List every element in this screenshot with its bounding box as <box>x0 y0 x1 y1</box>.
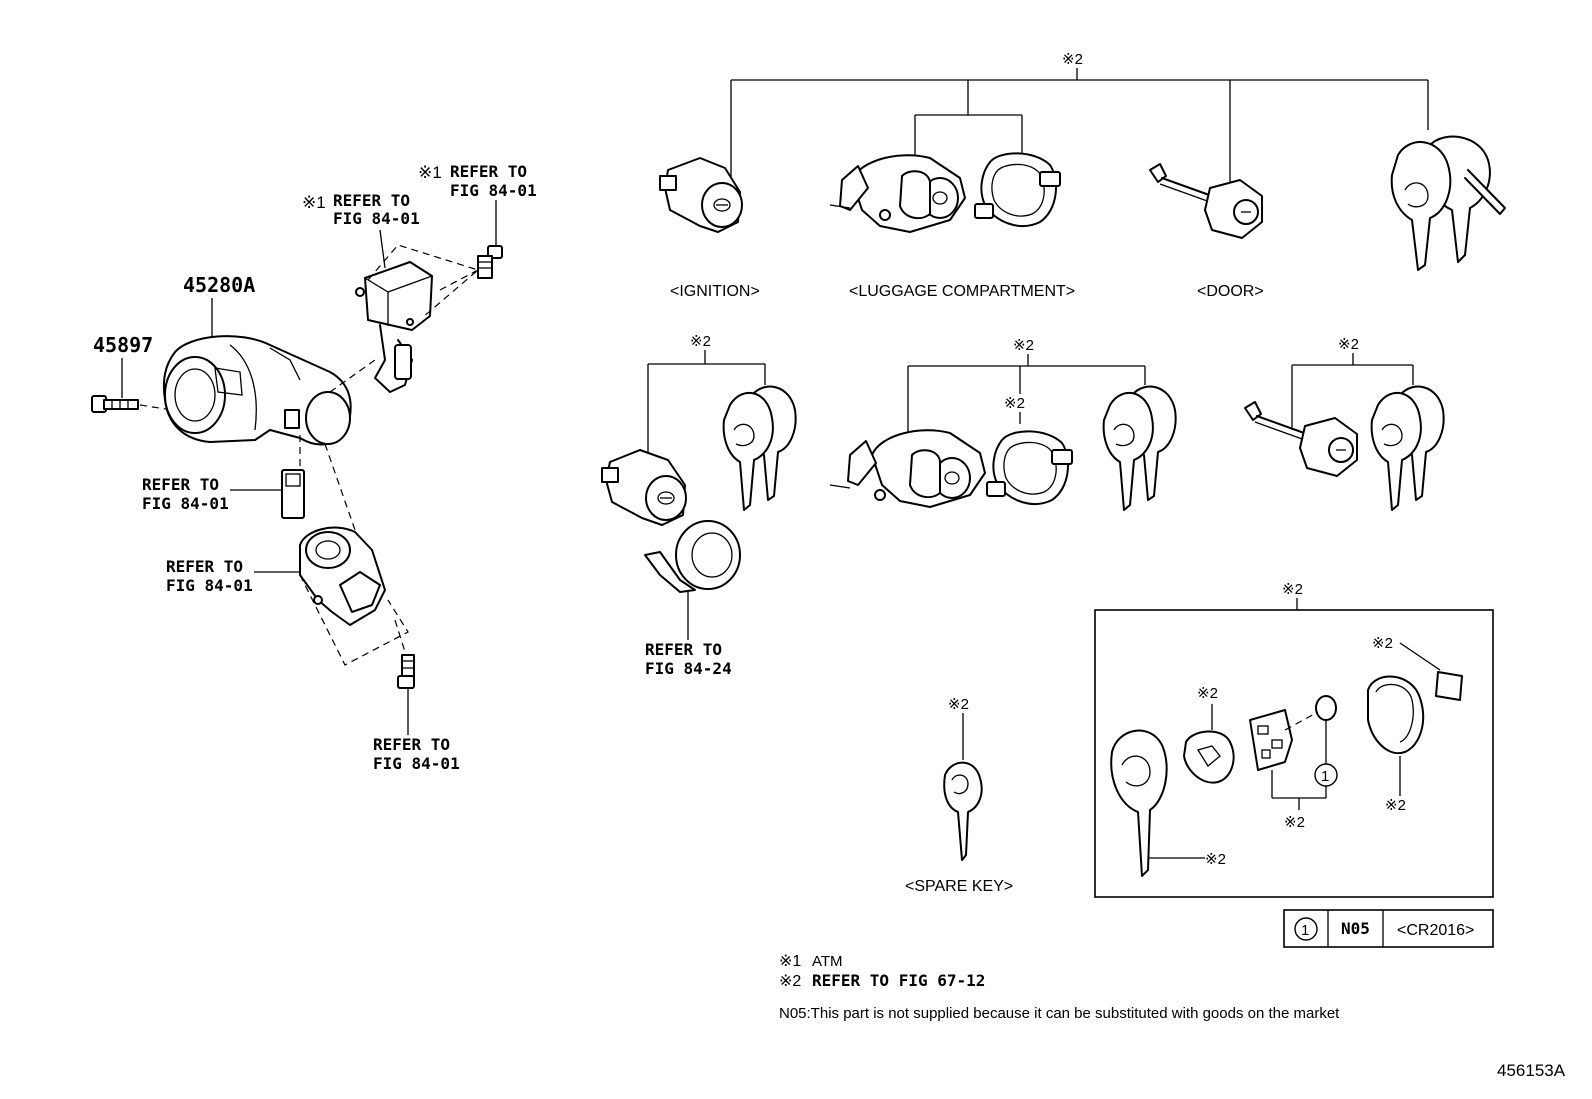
note-star2-text: REFER TO FIG 67-12 <box>812 971 985 990</box>
star2-mark-sticker: ※2 <box>1372 635 1393 652</box>
star2-mark-shell: ※2 <box>1205 851 1226 868</box>
fig-ref-label-c: FIG 84-01 <box>142 494 229 513</box>
note-n05: N05:This part is not supplied because it… <box>779 1005 1340 1022</box>
star1-mark-a: ※1 <box>302 193 326 212</box>
transponder-holder-icon <box>974 152 1061 227</box>
star2-mark-box: ※2 <box>1282 581 1303 598</box>
fig-ref-label-f: FIG 84-24 <box>645 659 732 678</box>
screw-icon <box>397 654 415 689</box>
refer-to-label-c: REFER TO <box>142 475 219 494</box>
fig-ref-label-e: FIG 84-01 <box>373 754 460 773</box>
fig-ref-label-b: FIG 84-01 <box>450 181 537 200</box>
battery-callout-number: 1 <box>1321 768 1329 785</box>
star2-mark-board: ※2 <box>1284 814 1305 831</box>
star2-mark-spare: ※2 <box>948 696 969 713</box>
key-exploded-box <box>1094 609 1494 898</box>
key-icon <box>722 391 774 511</box>
part-number-45280a: 45280A <box>183 273 255 297</box>
ignition-lock-cylinder-icon <box>659 157 743 233</box>
door-lock-cylinder-icon <box>1244 401 1358 477</box>
legend-circle-number: 1 <box>1301 922 1309 939</box>
ignition-bezel-icon <box>644 520 741 593</box>
figure-id: 456153A <box>1497 1061 1566 1080</box>
ignition-switch-icon <box>299 526 386 626</box>
star2-mark-mid-2b: ※2 <box>1004 395 1025 412</box>
legend-code: N05 <box>1341 919 1370 938</box>
note-star2-mark: ※2 <box>779 973 801 990</box>
refer-to-label-e: REFER TO <box>373 735 450 754</box>
star2-mark-mid-2: ※2 <box>1013 337 1034 354</box>
door-caption: <DOOR> <box>1197 283 1264 300</box>
key-interlock-solenoid-icon <box>355 261 433 393</box>
legend-description: <CR2016> <box>1397 922 1474 939</box>
key-icon <box>1370 391 1422 511</box>
ignition-lock-cylinder-icon <box>601 449 687 526</box>
star2-mark-top: ※2 <box>1062 51 1083 68</box>
key-shell-icon <box>1110 729 1168 877</box>
luggage-lock-icon <box>829 154 966 233</box>
key-cover-icon <box>1367 675 1425 755</box>
circuit-board-icon <box>1249 709 1293 771</box>
battery-callout-circle <box>1314 763 1338 787</box>
key-icon <box>1102 391 1154 511</box>
screw-icon <box>477 245 503 279</box>
star2-mark-mid-3: ※2 <box>1338 336 1359 353</box>
note-star1-mark: ※1 <box>779 953 801 970</box>
connector-icon <box>281 469 305 519</box>
battery-icon <box>1315 695 1337 721</box>
label-sticker-icon <box>1435 671 1463 701</box>
star2-mark-mid-1: ※2 <box>690 333 711 350</box>
refer-to-label-b: REFER TO <box>450 162 527 181</box>
key-icon <box>943 761 983 861</box>
fig-ref-label-d: FIG 84-01 <box>166 576 253 595</box>
ignition-caption: <IGNITION> <box>670 283 760 300</box>
part-number-45897: 45897 <box>93 333 153 357</box>
key-icon <box>1390 141 1452 271</box>
door-lock-cylinder-icon <box>1149 163 1263 239</box>
luggage-compartment-caption: <LUGGAGE COMPARTMENT> <box>849 283 1075 300</box>
bolt-icon <box>91 395 139 413</box>
transponder-chip-icon <box>1183 730 1235 784</box>
star2-mark-chip: ※2 <box>1197 685 1218 702</box>
spare-key-caption: <SPARE KEY> <box>905 878 1013 895</box>
luggage-lock-icon <box>829 429 986 508</box>
refer-to-label-f: REFER TO <box>645 640 722 659</box>
refer-to-label-a: REFER TO <box>333 191 410 210</box>
transponder-holder-icon <box>986 430 1073 505</box>
fig-ref-label-a: FIG 84-01 <box>333 209 420 228</box>
star1-mark-b: ※1 <box>418 163 442 182</box>
legend-table: 1 N05 <CR2016> <box>1283 909 1494 948</box>
refer-to-label-d: REFER TO <box>166 557 243 576</box>
note-star1-text: ATM <box>812 953 843 970</box>
ignition-housing-icon <box>162 335 352 446</box>
star2-mark-cover: ※2 <box>1385 797 1406 814</box>
